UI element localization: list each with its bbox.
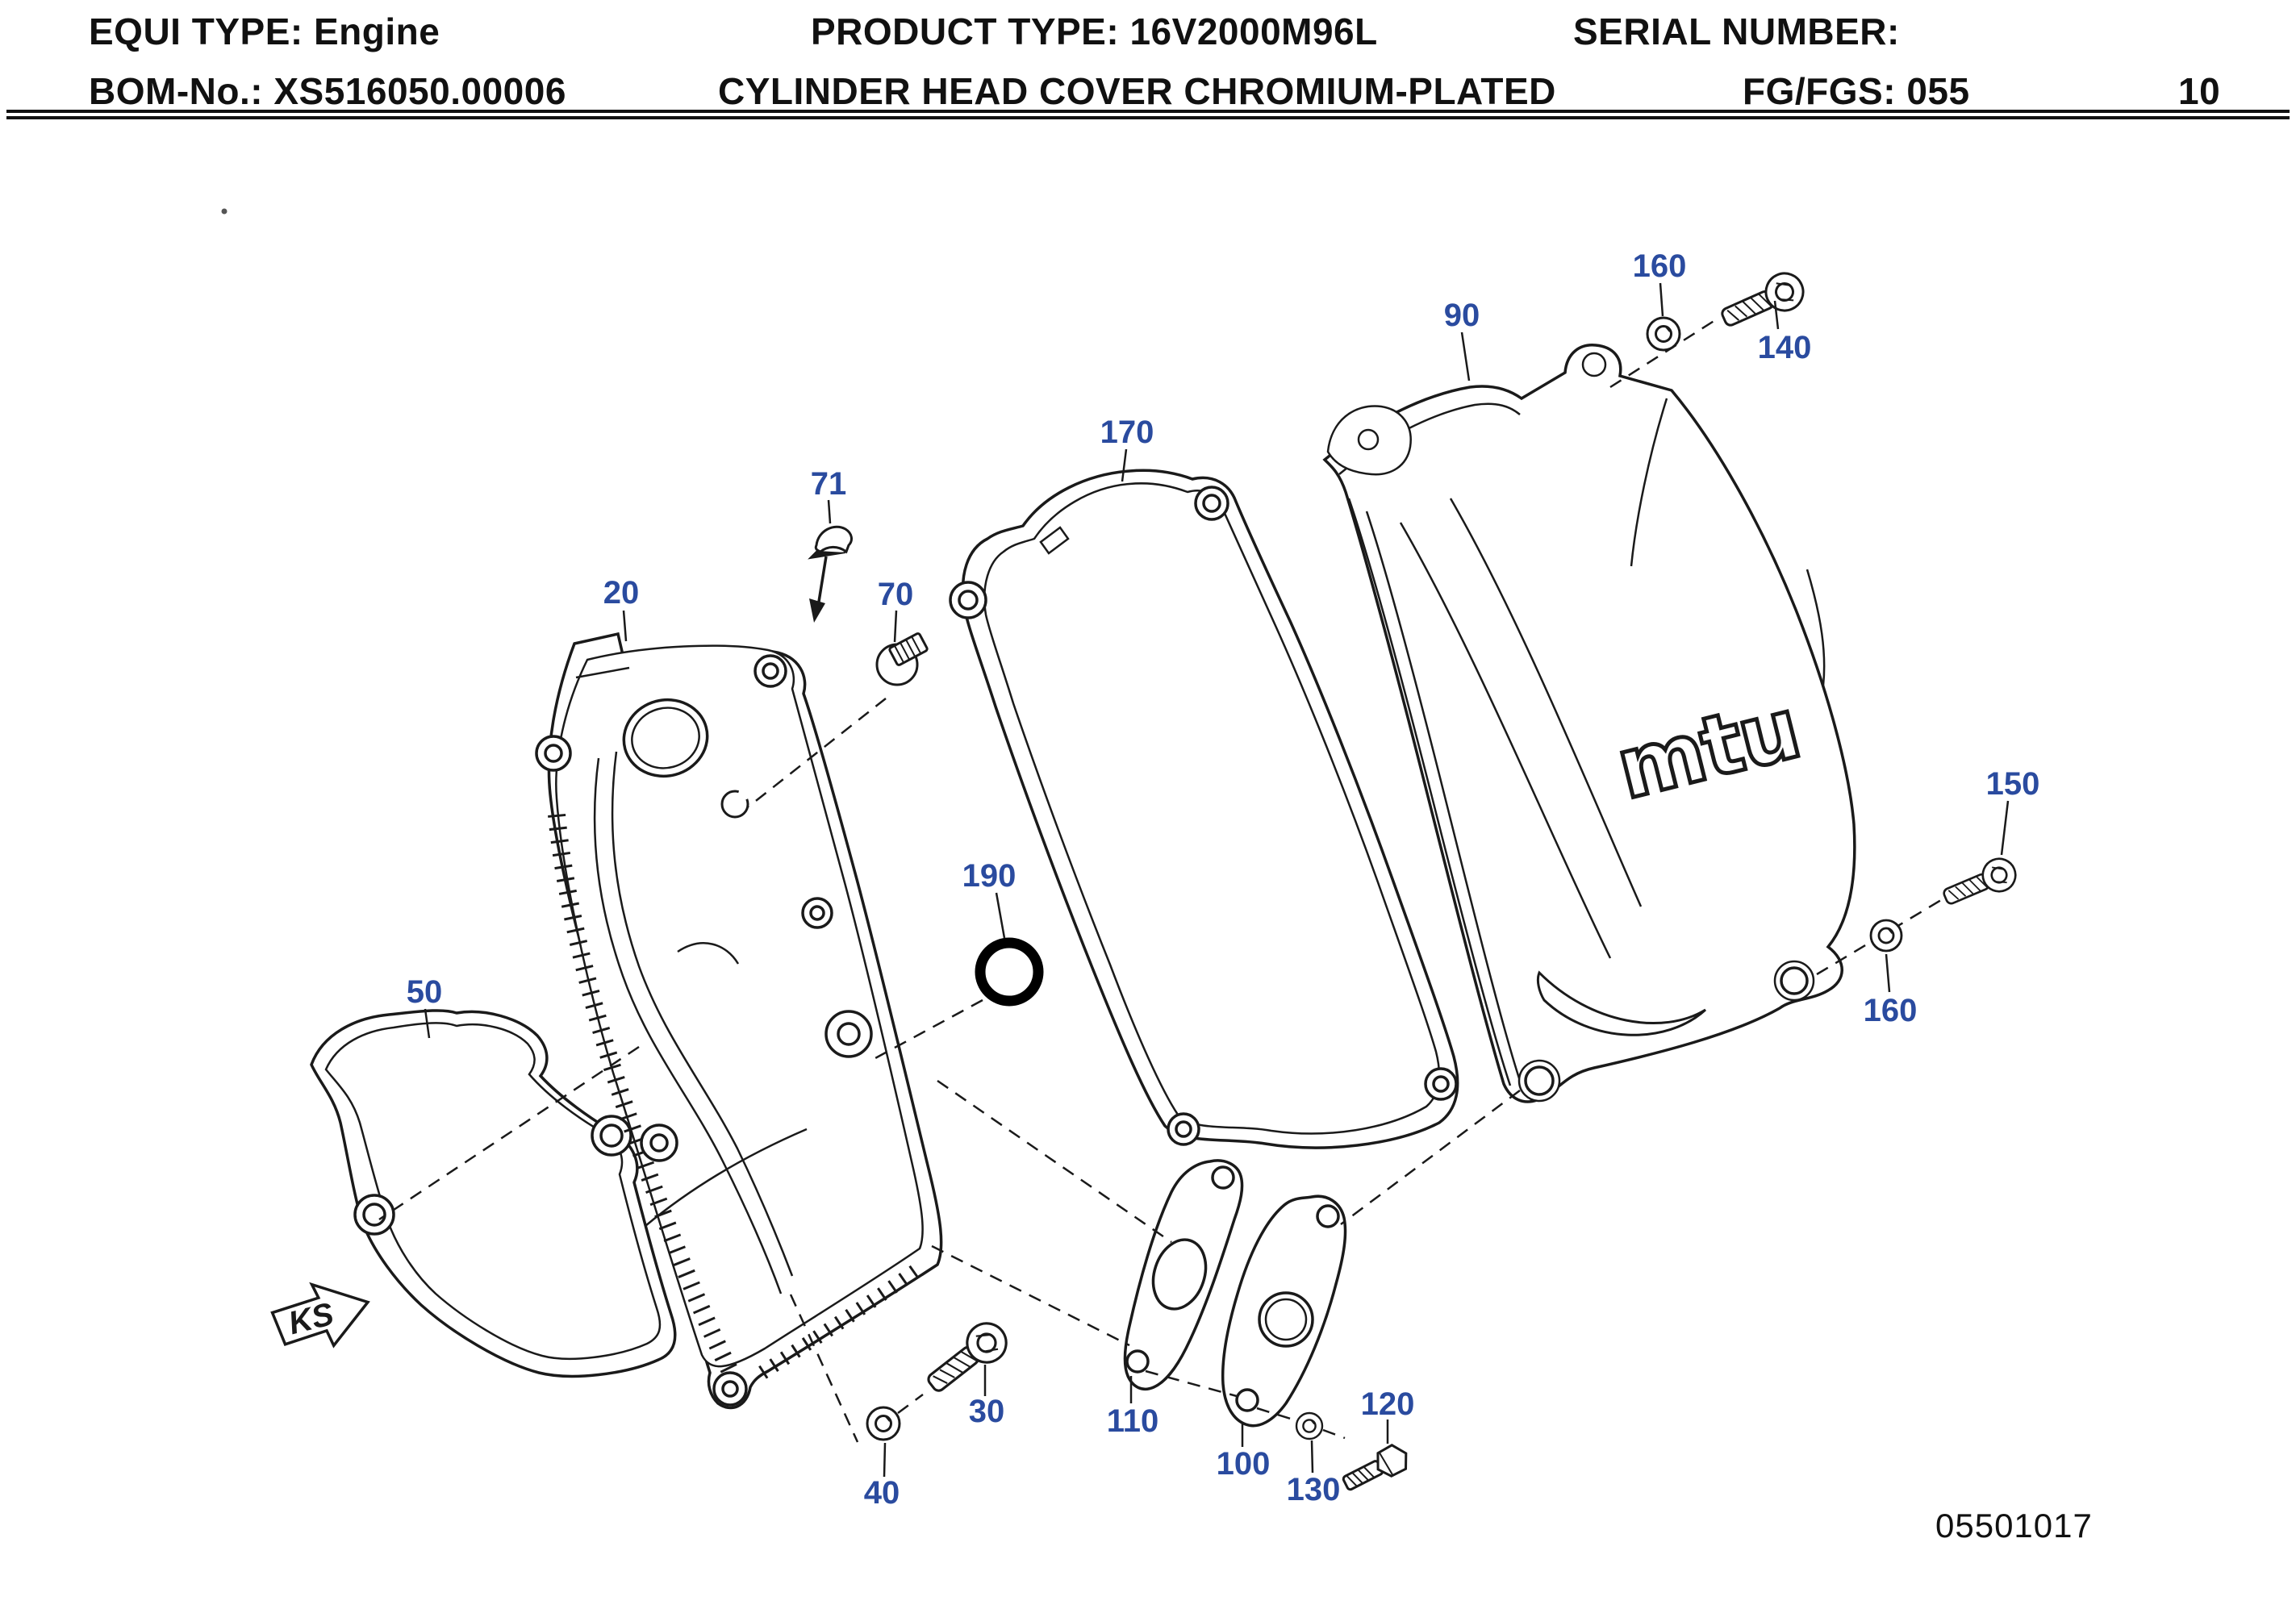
callout-20: 20 [603, 575, 640, 611]
bom-number: BOM-No.: XS516050.00006 [89, 69, 566, 113]
chrome-highlight-swoosh [1536, 970, 1707, 1036]
callout-120: 120 [1360, 1386, 1415, 1422]
bom-number-value: XS516050.00006 [273, 70, 566, 112]
callout-190: 190 [962, 858, 1017, 894]
clip-71 [808, 525, 853, 560]
fg-fgs: FG/FGS: 055 [1743, 69, 1970, 113]
callout-100: 100 [1216, 1446, 1271, 1482]
callout-90: 90 [1443, 298, 1480, 333]
washer-40 [866, 1406, 901, 1441]
header-rule-top [6, 110, 2290, 113]
product-type: PRODUCT TYPE: 16V2000M96L [811, 10, 1378, 53]
header-rule-bottom [6, 116, 2290, 119]
equi-type: EQUI TYPE: Engine [89, 10, 440, 53]
part-20-cover-inner [535, 632, 943, 1410]
plug-70 [875, 632, 929, 686]
callout-50: 50 [406, 974, 443, 1010]
callout-40: 40 [863, 1475, 900, 1511]
mounting-direction-arrow-71 [809, 556, 828, 623]
serial-number: SERIAL NUMBER: [1573, 10, 1900, 53]
screw-150 [1938, 853, 2022, 915]
callout-160: 160 [1632, 248, 1687, 284]
screw-140 [1715, 266, 1810, 337]
gasket-100 [1221, 1194, 1347, 1428]
o-ring-190 [975, 937, 1044, 1007]
part-50-gasket [310, 1009, 677, 1378]
washer-130 [1295, 1411, 1324, 1440]
gasket-110 [1123, 1159, 1244, 1391]
equi-type-label: EQUI TYPE: [89, 10, 303, 52]
fg-fgs-value: 055 [1906, 70, 1970, 112]
callout-170: 170 [1100, 415, 1154, 450]
page-title: CYLINDER HEAD COVER CHROMIUM-PLATED [718, 70, 1556, 112]
callout-150: 150 [1985, 766, 2040, 802]
callout-70: 70 [877, 577, 914, 612]
callout-160: 160 [1863, 993, 1918, 1028]
callout-30: 30 [968, 1394, 1005, 1429]
washer-160-right [1869, 919, 1903, 953]
callout-110: 110 [1106, 1403, 1159, 1439]
figure-number: 05501017 [1935, 1507, 2093, 1545]
product-type-value: 16V2000M96L [1129, 10, 1378, 52]
callout-leader-lines [424, 282, 2010, 1478]
serial-number-label: SERIAL NUMBER: [1573, 10, 1900, 52]
bolt-120 [1338, 1440, 1414, 1498]
sheet-number: 10 [2178, 70, 2221, 112]
product-type-label: PRODUCT TYPE: [811, 10, 1120, 52]
print-artifact-dot [221, 208, 228, 215]
callout-140: 140 [1757, 330, 1812, 365]
callout-130: 130 [1286, 1472, 1341, 1507]
part-90-cover-outer: mtu [1322, 344, 1856, 1103]
bom-number-label: BOM-No.: [89, 70, 264, 112]
callout-71: 71 [810, 466, 847, 502]
ks-direction-arrow: KS [270, 1282, 370, 1349]
washer-160-top [1646, 316, 1681, 352]
screw-30 [918, 1314, 1016, 1403]
fg-fgs-label: FG/FGS: [1743, 70, 1897, 112]
equi-type-value: Engine [314, 10, 440, 52]
part-170-gasket [949, 469, 1459, 1149]
